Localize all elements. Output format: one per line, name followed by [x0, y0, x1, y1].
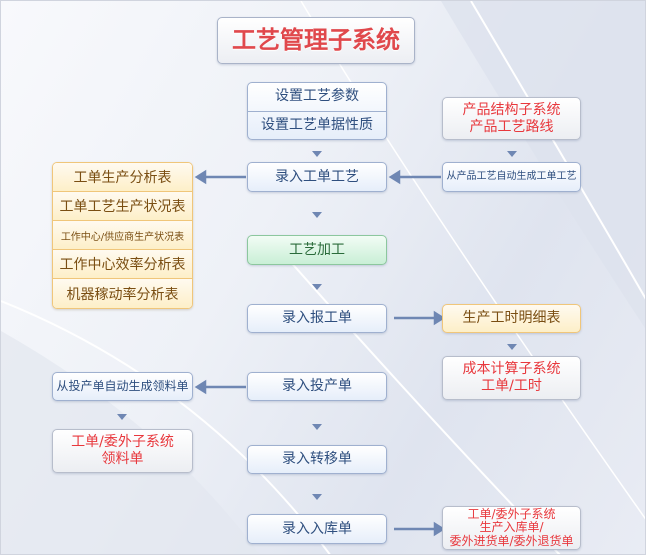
warehouse-system-line2: 生产入库单/ — [479, 520, 544, 535]
arrow-down-icon — [312, 151, 322, 157]
labor-hours-detail: 生产工时明细表 — [442, 304, 581, 333]
enter-warehouse: 录入入库单 — [247, 514, 387, 544]
arrow-down-icon — [312, 494, 322, 500]
auto-generate-picking: 从投产单自动生成领料单 — [52, 372, 193, 401]
set-process-params: 设置工艺参数 — [248, 83, 386, 112]
warehouse-system-line3: 委外进货单/委外退货单 — [449, 533, 574, 548]
arrow-down-icon — [507, 344, 517, 350]
cost-system-line1: 成本计算子系统 — [462, 361, 561, 378]
arrow-down-icon — [507, 151, 517, 157]
picking-system-line1: 工单/委外子系统 — [71, 434, 174, 451]
reports-stack: 工单生产分析表 工单工艺生产状况表 工作中心/供应商生产状况表 工作中心效率分析… — [52, 162, 193, 309]
picking-system-box: 工单/委外子系统 领料单 — [52, 429, 193, 473]
cost-system-line2: 工单/工时 — [481, 378, 542, 394]
arrow-down-icon — [312, 284, 322, 290]
cost-system-box: 成本计算子系统 工单/工时 — [442, 356, 581, 400]
report-item: 工单工艺生产状况表 — [53, 192, 192, 221]
arrow-down-icon — [117, 414, 127, 420]
product-structure-box: 产品结构子系统 产品工艺路线 — [442, 97, 581, 140]
enter-work-order-process: 录入工单工艺 — [247, 162, 387, 192]
report-item: 工单生产分析表 — [53, 163, 192, 192]
process-work: 工艺加工 — [247, 235, 387, 265]
setup-box: 设置工艺参数 设置工艺单据性质 — [247, 82, 387, 140]
picking-system-line2: 领料单 — [101, 451, 144, 467]
product-structure-line2: 产品工艺路线 — [469, 118, 554, 135]
arrow-down-icon — [312, 212, 322, 218]
report-item: 工作中心效率分析表 — [53, 250, 192, 279]
diagram-title: 工艺管理子系统 — [217, 17, 415, 64]
report-item: 工作中心/供应商生产状况表 — [53, 221, 192, 250]
auto-generate-process: 从产品工艺自动生成工单工艺 — [442, 162, 581, 192]
warehouse-system-box: 工单/委外子系统 生产入库单/ 委外进货单/委外退货单 — [442, 506, 581, 550]
enter-production-order: 录入投产单 — [247, 372, 387, 401]
set-process-doc-nature: 设置工艺单据性质 — [261, 116, 373, 133]
warehouse-system-line1: 工单/委外子系统 — [467, 507, 556, 522]
arrow-down-icon — [312, 424, 322, 430]
enter-transfer: 录入转移单 — [247, 445, 387, 474]
product-structure-line1: 产品结构子系统 — [462, 101, 561, 118]
enter-work-report: 录入报工单 — [247, 304, 387, 333]
report-item: 机器稼动率分析表 — [53, 279, 192, 308]
